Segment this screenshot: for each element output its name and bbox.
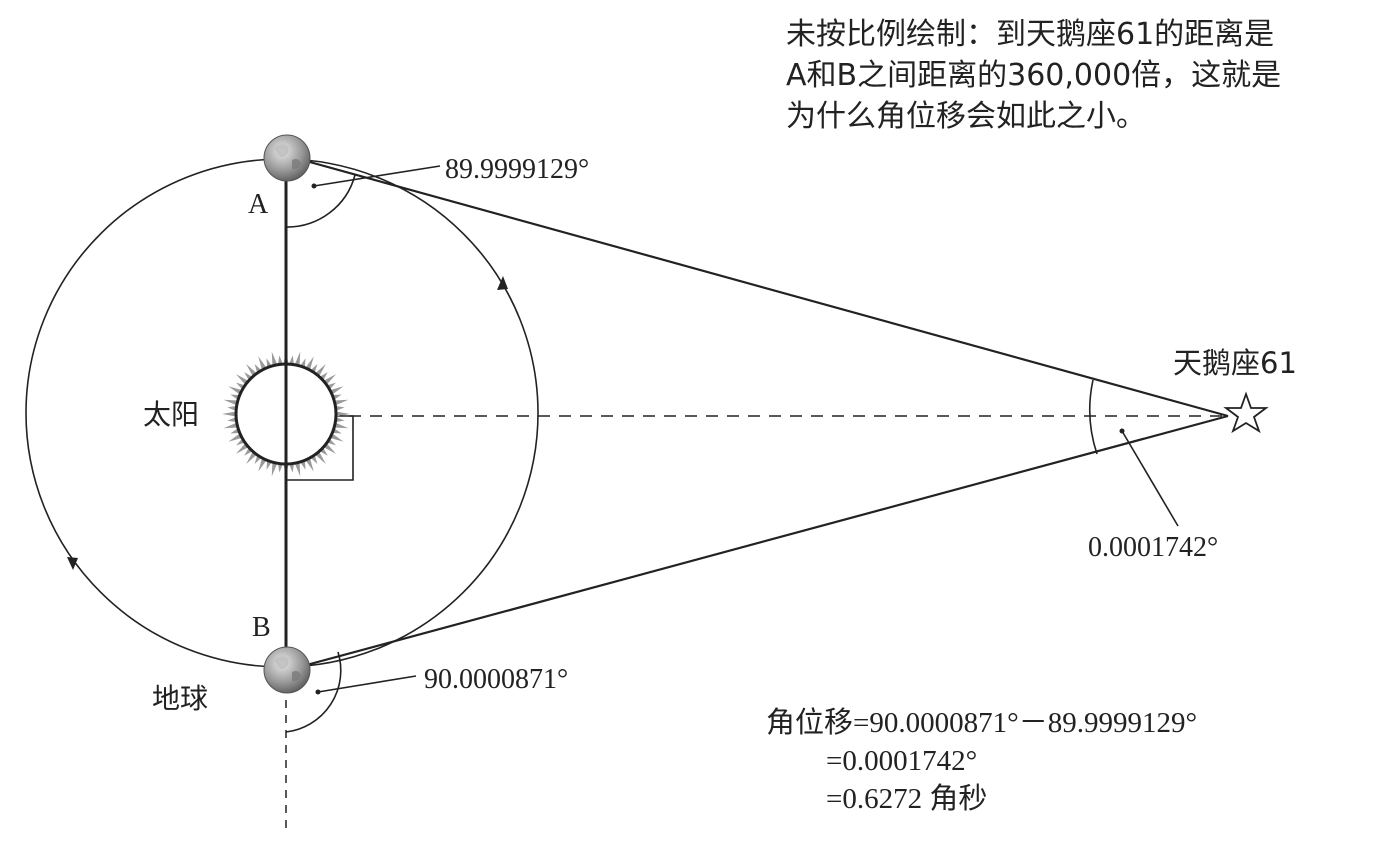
sun-ray: [227, 417, 237, 423]
sun-ray: [335, 405, 345, 411]
right-angle-marker: [286, 415, 354, 481]
sun-ray: [228, 433, 243, 442]
sightline-b: [287, 414, 1229, 672]
formula-line-1: 角位移=90.0000871°－89.9999129°: [766, 707, 1198, 739]
sun-ray: [277, 355, 283, 365]
sun-ray: [323, 374, 337, 385]
sun-ray: [289, 355, 295, 365]
sun-ray: [294, 351, 301, 366]
sun-ray: [335, 417, 345, 423]
scale-note-line-3: 为什么角位移会如此之小。: [786, 99, 1146, 134]
sun-ray: [305, 356, 314, 371]
sun-ray: [227, 405, 237, 411]
scale-note: 未按比例绘制：到天鹅座61的距离是 A和B之间距离的360,000倍，这就是 为…: [786, 14, 1366, 137]
orbit-arrow-up-icon: [497, 276, 508, 290]
sun-ray: [289, 463, 295, 473]
angle-arc-b: [285, 651, 342, 733]
angle-star-label: 0.0001742°: [1088, 532, 1218, 563]
sun-ray: [223, 399, 238, 406]
star-icon: [1223, 391, 1269, 434]
earth-label: 地球: [152, 682, 208, 715]
sun-ray: [315, 451, 326, 465]
angular-displacement-formula: 角位移=90.0000871°－89.9999129° =0.0001742° …: [766, 704, 1366, 818]
sun-ray: [228, 386, 243, 395]
star-label: 天鹅座61: [1173, 346, 1297, 380]
sightline-a: [287, 154, 1229, 418]
sun-ray: [258, 457, 267, 472]
sun-label: 太阳: [143, 398, 199, 431]
scale-note-line-1: 未按比例绘制：到天鹅座61的距离是: [786, 17, 1275, 52]
angle-arc-a: [285, 174, 356, 228]
sun-ray: [305, 457, 314, 472]
sun-ray: [258, 356, 267, 371]
point-b-label: B: [252, 612, 271, 643]
sun-ray: [334, 422, 349, 429]
sun-ray: [235, 443, 249, 454]
earth-a-icon: [263, 134, 311, 182]
sun-ray: [329, 433, 344, 442]
sun-ray: [335, 411, 350, 417]
earth-b-icon: [263, 646, 311, 694]
sun-ray: [315, 363, 326, 377]
orbit-arrow-down-icon: [67, 557, 78, 570]
leader-line-star: [1121, 430, 1179, 527]
sun-ray: [246, 451, 257, 465]
sun-ray: [223, 422, 238, 429]
sun-ray: [334, 399, 349, 406]
sun-ray: [271, 351, 278, 366]
sun-ray: [235, 374, 249, 385]
scale-note-line-2: A和B之间距离的360,000倍，这就是: [786, 58, 1282, 93]
leader-line-a: [313, 165, 441, 187]
angle-arc-star: [1089, 379, 1098, 455]
sun-ray: [222, 411, 237, 417]
sun-ray: [277, 463, 283, 473]
sun-ray: [294, 462, 301, 477]
formula-line-2: =0.0001742°: [826, 745, 978, 777]
angle-a-label: 89.9999129°: [445, 154, 589, 185]
point-a-label: A: [248, 189, 269, 220]
sun-ray: [329, 386, 344, 395]
sun-ray: [323, 443, 337, 454]
angle-b-label: 90.0000871°: [424, 664, 568, 695]
formula-line-3: =0.6272 角秒: [826, 783, 988, 815]
leader-line-b: [317, 675, 417, 693]
sun-ray: [271, 462, 278, 477]
sun-ray: [246, 363, 257, 377]
